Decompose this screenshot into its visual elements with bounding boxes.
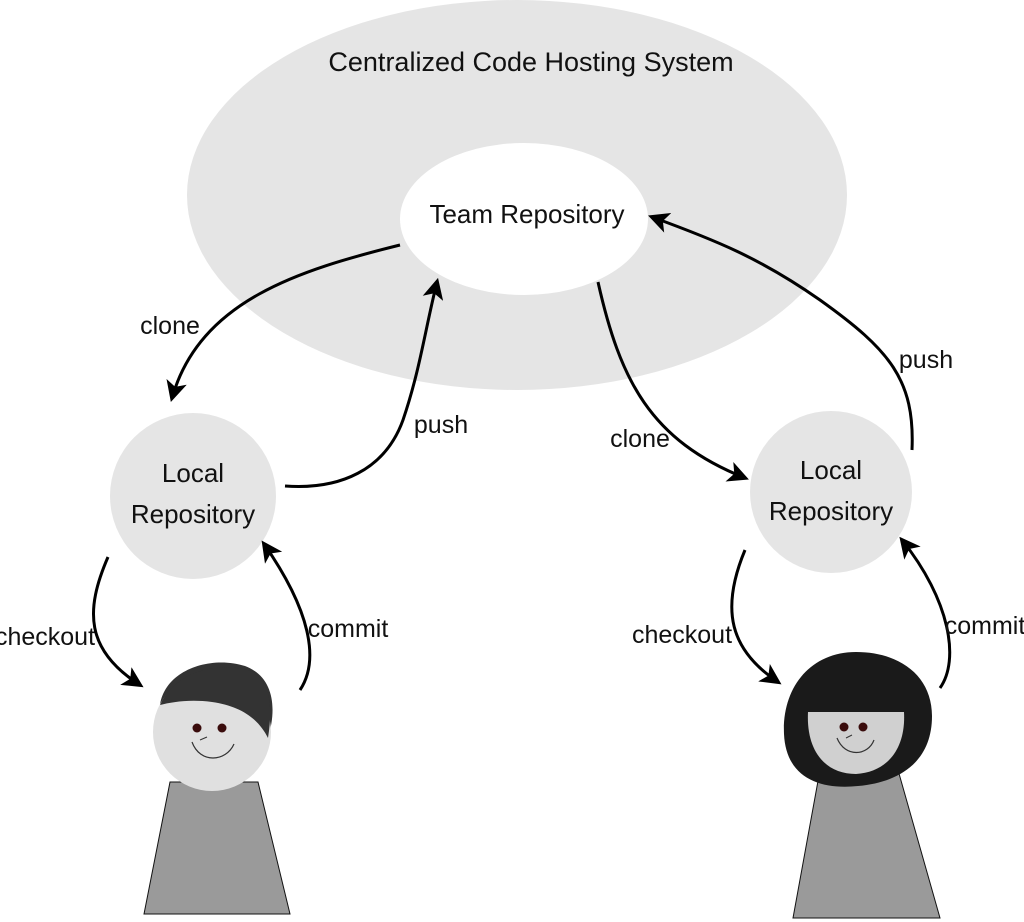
right-clone-arrow	[596, 281, 749, 482]
right-developer-smile	[836, 737, 875, 754]
left-checkout-arrow	[91, 556, 144, 688]
right-developer-body	[792, 769, 941, 919]
left-commit-label: commit	[308, 615, 389, 643]
right-developer-cheek	[845, 734, 853, 739]
right-developer-figure	[783, 652, 941, 919]
right-local-repository-label-line1: Local	[800, 455, 862, 485]
left-developer-smile	[191, 741, 235, 759]
right-checkout-label: checkout	[632, 621, 732, 649]
left-clone-label: clone	[140, 312, 200, 340]
right-commit-label: commit	[945, 612, 1024, 640]
team-repository-node	[400, 143, 648, 295]
left-developer-right-eye	[217, 723, 227, 733]
left-push-arrow	[284, 277, 444, 488]
left-checkout-label: checkout	[0, 623, 95, 651]
right-developer-right-eye	[858, 722, 868, 732]
right-developer-face	[807, 712, 905, 774]
right-developer-left-eye	[839, 722, 849, 732]
left-commit-arrow	[261, 540, 312, 691]
right-push-arrow	[648, 212, 914, 451]
right-local-repository-label-line2: Repository	[769, 496, 893, 526]
left-developer-cheek	[199, 736, 208, 741]
right-local-repository-node	[750, 411, 912, 573]
right-checkout-arrow	[730, 549, 782, 685]
hosting-system-label: Centralized Code Hosting System	[328, 47, 733, 77]
right-clone-label: clone	[610, 425, 670, 453]
left-developer-figure	[143, 662, 291, 915]
right-commit-arrow	[899, 536, 952, 689]
left-push-label: push	[414, 411, 468, 439]
team-repository-label: Team Repository	[429, 199, 624, 229]
left-local-repository-label-line2: Repository	[131, 499, 255, 529]
left-developer-hair-front	[160, 667, 271, 738]
left-developer-body	[143, 781, 291, 915]
left-local-repository-node	[110, 413, 276, 579]
left-clone-arrow	[166, 243, 401, 403]
right-push-label: push	[899, 346, 953, 374]
left-local-repository-label-line1: Local	[162, 458, 224, 488]
left-developer-left-eye	[192, 723, 202, 733]
